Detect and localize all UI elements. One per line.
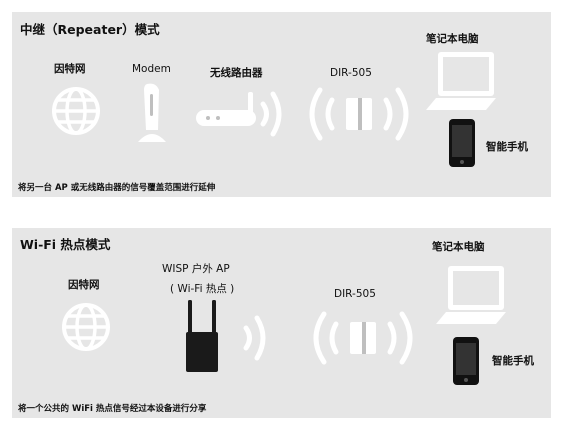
laptop-icon bbox=[426, 52, 496, 110]
outdoor-ap-icon bbox=[186, 300, 218, 372]
modem-label: Modem bbox=[132, 63, 171, 75]
ap-signal-waves-icon bbox=[243, 315, 266, 361]
smartphone-icon bbox=[449, 119, 475, 167]
laptop-label: 笔记本电脑 bbox=[426, 33, 479, 45]
smartphone-label: 智能手机 bbox=[486, 141, 528, 153]
globe-icon bbox=[52, 87, 100, 135]
wifi-hotspot-label: ( Wi-Fi 热点 ) bbox=[170, 283, 235, 295]
dir505-repeater-icon bbox=[309, 87, 409, 141]
hotspot-mode-panel: Wi-Fi 热点模式 因特网 WISP 户外 AP ( Wi-Fi 热点 ) D… bbox=[12, 228, 551, 418]
modem-icon bbox=[138, 83, 166, 142]
internet-label: 因特网 bbox=[54, 63, 86, 75]
dir505-hotspot-icon bbox=[313, 311, 413, 365]
hotspot-caption: 将一个公共的 WiFi 热点信号经过本设备进行分享 bbox=[18, 404, 207, 414]
router-label: 无线路由器 bbox=[210, 67, 263, 79]
internet-label: 因特网 bbox=[68, 279, 100, 291]
laptop-icon bbox=[436, 266, 506, 324]
smartphone-icon bbox=[453, 337, 479, 385]
wireless-router-icon bbox=[196, 92, 256, 126]
dir505-label: DIR-505 bbox=[334, 288, 376, 300]
globe-icon bbox=[62, 303, 110, 351]
repeater-title: 中继（Repeater）模式 bbox=[20, 22, 160, 37]
hotspot-title: Wi-Fi 热点模式 bbox=[20, 237, 111, 252]
wisp-ap-label: WISP 户外 AP bbox=[162, 263, 230, 275]
repeater-mode-panel: 中继（Repeater）模式 因特网 Modem 无线路由器 DIR-505 笔… bbox=[12, 12, 551, 197]
repeater-caption: 将另一台 AP 或无线路由器的信号覆盖范围进行延伸 bbox=[18, 183, 216, 193]
router-signal-waves-icon bbox=[260, 91, 282, 137]
smartphone-label: 智能手机 bbox=[492, 355, 534, 367]
dir505-label: DIR-505 bbox=[330, 67, 372, 79]
laptop-label: 笔记本电脑 bbox=[432, 241, 485, 253]
